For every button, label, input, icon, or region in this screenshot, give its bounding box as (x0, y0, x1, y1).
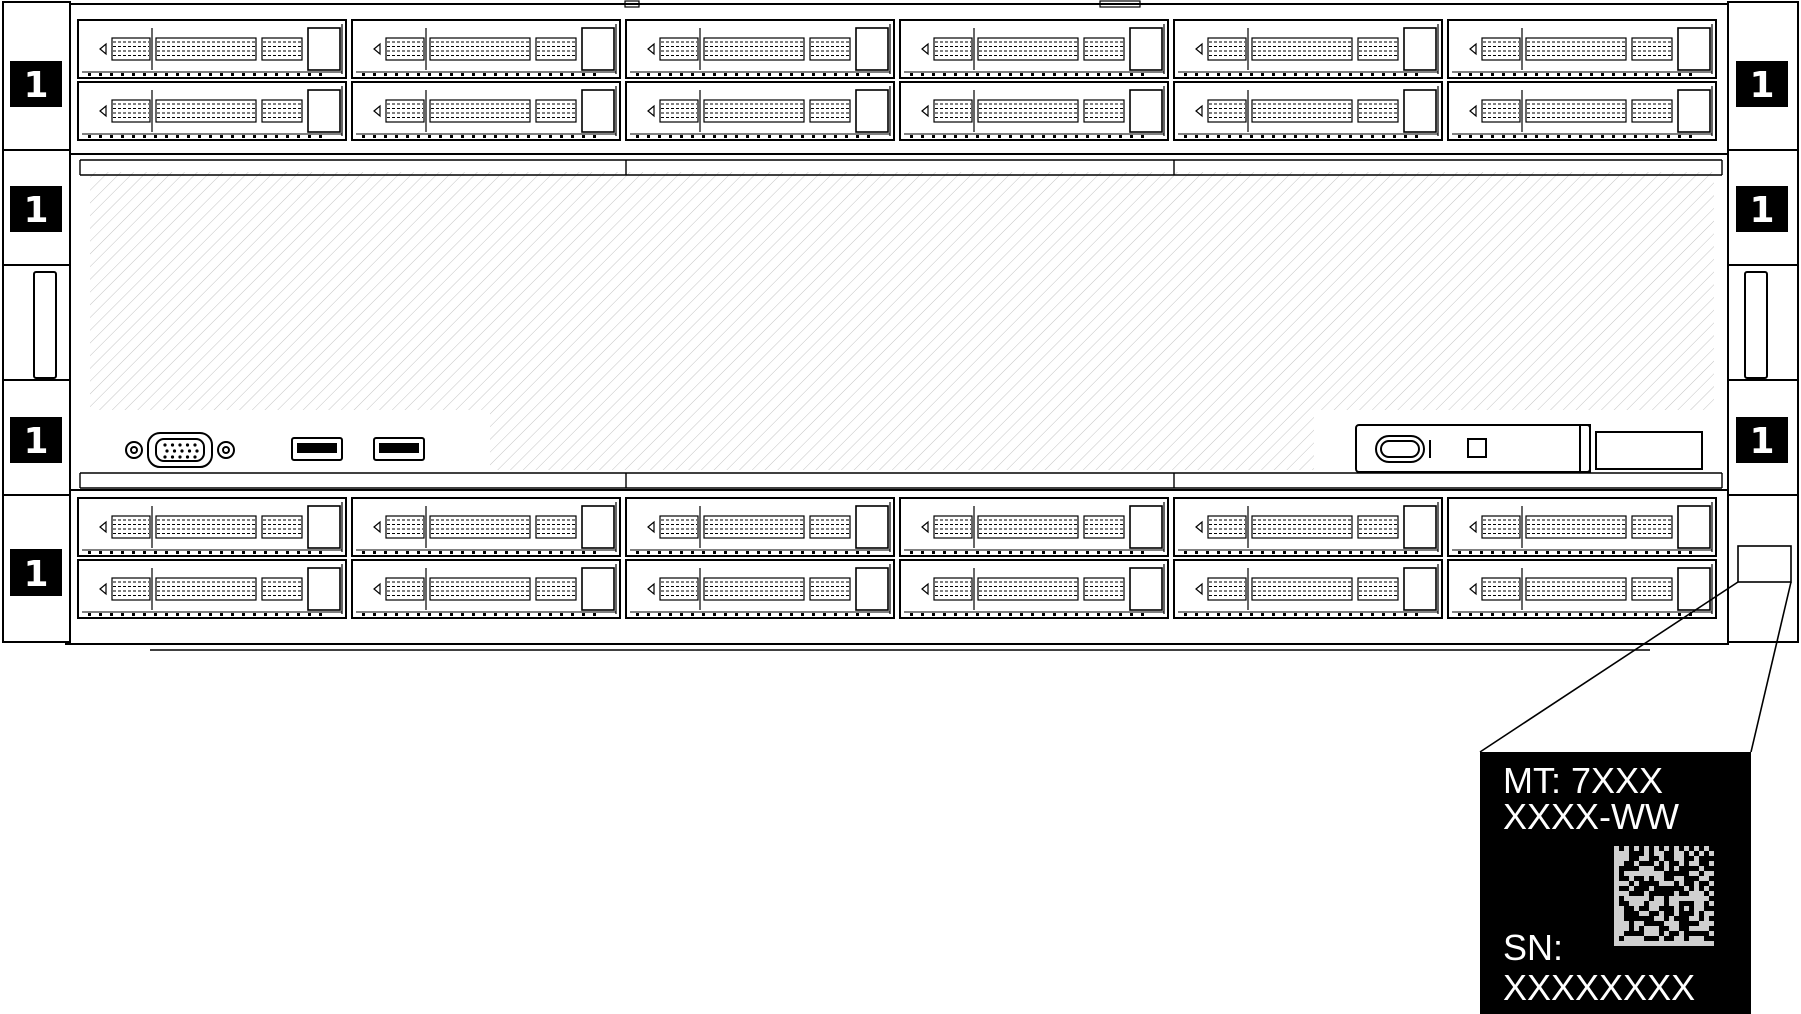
drive-bay (1447, 81, 1717, 141)
drive-bay (351, 497, 621, 557)
drive-bay (351, 81, 621, 141)
svg-text:1: 1 (23, 190, 48, 231)
rack-ear-left (2, 1, 71, 643)
label-leader-lines (1479, 545, 1792, 753)
drive-bay (625, 81, 895, 141)
drive-bay (1447, 559, 1717, 619)
svg-text:1: 1 (23, 421, 48, 462)
label-sn-caption: SN: (1503, 927, 1563, 968)
callout-marker: 1 (1736, 417, 1788, 463)
drive-bay (899, 559, 1169, 619)
drive-bay (1173, 19, 1443, 79)
datamatrix-barcode (1614, 846, 1714, 946)
drive-bay (899, 497, 1169, 557)
drive-bay (77, 19, 347, 79)
drive-bay-cages (77, 19, 1717, 619)
drive-bay (1447, 497, 1717, 557)
drive-bay (1173, 81, 1443, 141)
callout-markers: 11111111 (10, 61, 1788, 596)
operator-panel (1355, 424, 1591, 473)
callout-marker: 1 (10, 417, 62, 463)
label-machine-type: MT: 7XXX (1503, 760, 1663, 801)
id-label-callout: MT: 7XXX XXXX-WW SN: XXXXXXXX (1480, 752, 1751, 1014)
pull-out-tab (1595, 431, 1703, 470)
usb-port-1 (291, 437, 343, 461)
svg-text:1: 1 (23, 554, 48, 595)
drive-bay (77, 81, 347, 141)
callout-marker: 1 (1736, 186, 1788, 232)
callout-marker: 1 (1736, 61, 1788, 107)
rack-ear-right (1727, 1, 1799, 643)
drive-bay (625, 559, 895, 619)
drive-bay (1173, 497, 1443, 557)
label-serial-number: XXXXXXXX (1503, 967, 1695, 1008)
front-bezel-panel (79, 159, 1723, 489)
drive-bay (899, 19, 1169, 79)
callout-marker: 1 (10, 186, 62, 232)
drive-bay (1173, 559, 1443, 619)
callout-marker: 1 (10, 61, 62, 107)
drive-bay (77, 497, 347, 557)
vga-port (125, 432, 235, 468)
usb-port-2 (373, 437, 425, 461)
drive-bay (625, 19, 895, 79)
drive-bay (625, 497, 895, 557)
drive-bay (351, 19, 621, 79)
drive-bay (899, 81, 1169, 141)
drive-bay (351, 559, 621, 619)
svg-text:1: 1 (1749, 65, 1774, 106)
svg-text:1: 1 (23, 65, 48, 106)
drive-bay (77, 559, 347, 619)
svg-text:1: 1 (1749, 190, 1774, 231)
svg-text:1: 1 (1749, 421, 1774, 462)
label-model-number: XXXX-WW (1503, 796, 1679, 837)
callout-marker: 1 (10, 550, 62, 596)
drive-bay (1447, 19, 1717, 79)
